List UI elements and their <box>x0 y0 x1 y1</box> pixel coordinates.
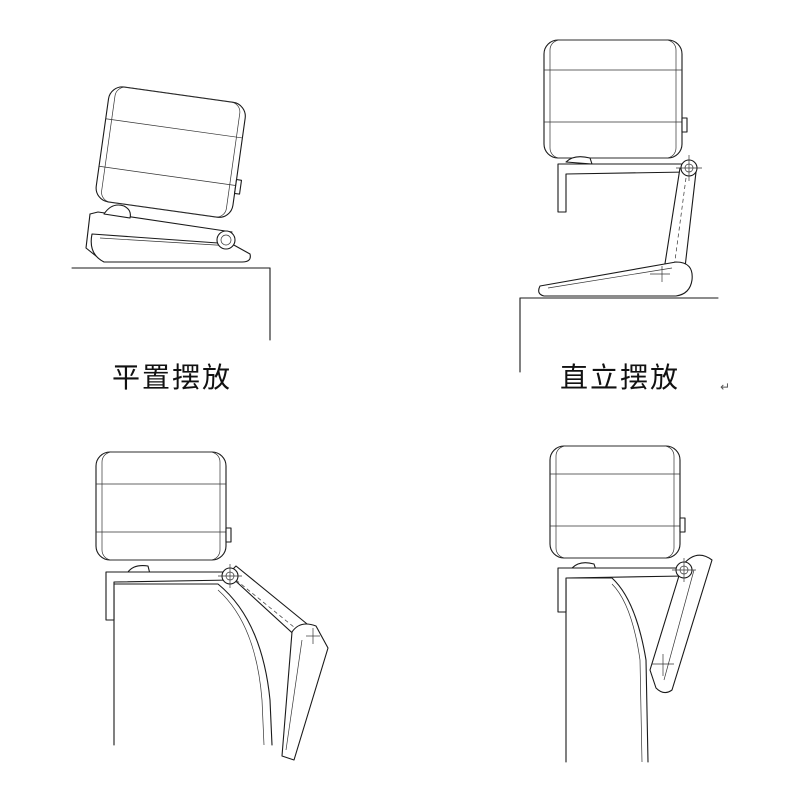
camera-body <box>549 445 686 571</box>
camera-base <box>538 261 693 297</box>
upright-placement-drawing <box>519 39 719 373</box>
paragraph-return-mark: ↵ <box>720 380 731 394</box>
flat-placement-drawing <box>71 86 271 341</box>
camera-base <box>85 211 251 263</box>
camera-base <box>649 554 713 694</box>
monitor-mount-drawing <box>95 451 329 761</box>
hinge-pivot-icon <box>216 230 236 250</box>
camera-base <box>281 623 329 761</box>
flat-placement-caption: 平置摆放 <box>112 361 233 394</box>
hinge-pivot-icon <box>676 155 702 181</box>
upright-placement-caption: 直立摆放 <box>560 361 681 394</box>
camera-body <box>95 86 246 218</box>
table-surface <box>519 297 719 373</box>
top-bracket <box>557 163 689 213</box>
monitor-outline <box>565 577 649 763</box>
hinge-arm <box>663 167 697 277</box>
monitor-outline <box>113 583 273 746</box>
top-bracket <box>105 571 233 621</box>
top-bracket <box>557 567 685 613</box>
hinge-pivot-icon <box>218 564 242 588</box>
monitor-clip-drawing <box>549 445 713 763</box>
table-surface <box>71 267 271 341</box>
camera-body <box>543 39 688 165</box>
hinge-pivot-icon <box>672 558 696 582</box>
camera-body <box>95 451 232 575</box>
